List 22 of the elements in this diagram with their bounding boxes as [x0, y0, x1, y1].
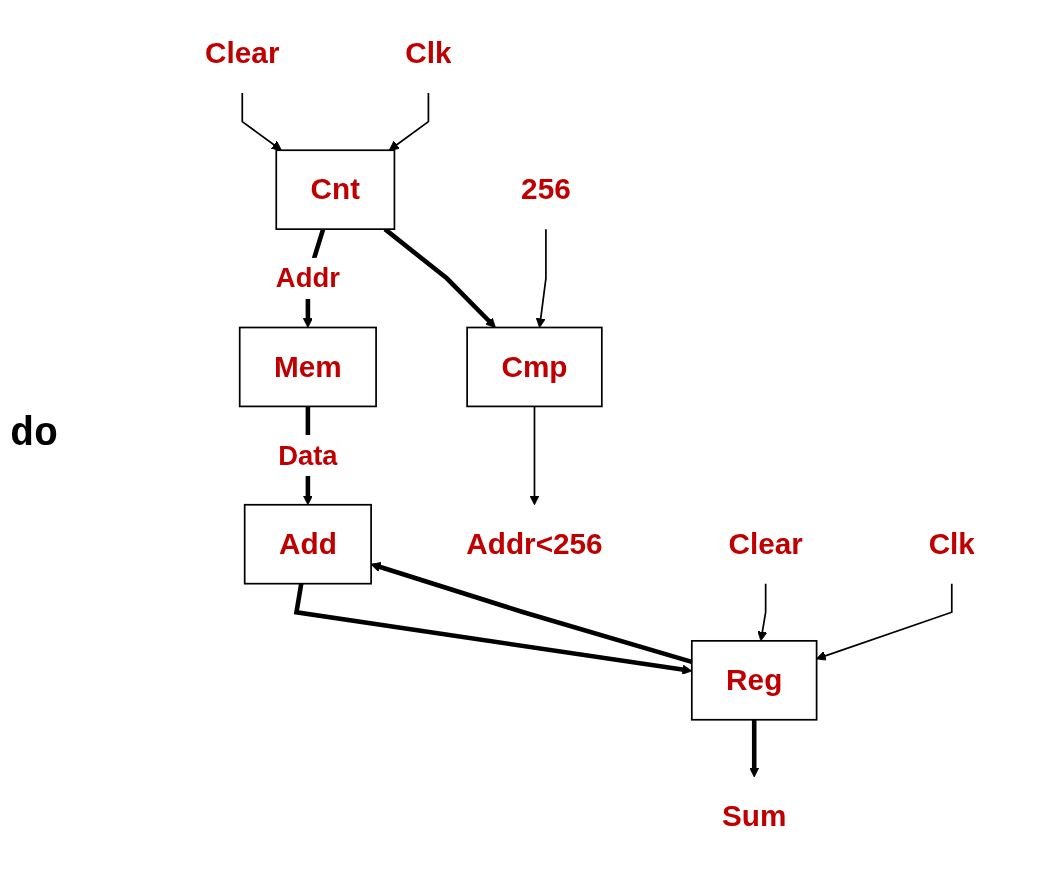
node-text: Clear: [205, 35, 280, 70]
edge-label: Data: [278, 439, 338, 470]
node-text: Clk: [405, 35, 452, 70]
arrow: [535, 227, 547, 328]
node-text: Addr<256: [466, 525, 603, 561]
node-box: Cmp: [466, 326, 603, 407]
node-box: Cnt: [275, 148, 396, 230]
node-text: Sum: [721, 798, 787, 833]
edge-label: Addr: [275, 261, 340, 293]
node-text: Clear: [728, 525, 803, 561]
arrow: [757, 582, 768, 641]
node-text: 256: [521, 171, 571, 206]
node-box: Reg: [690, 639, 818, 721]
code-text: do: [10, 412, 59, 457]
arrow: [241, 91, 282, 151]
arrow: [529, 405, 540, 505]
node-text: Clk: [928, 525, 975, 561]
arrow: [388, 91, 430, 151]
arrow: [816, 582, 953, 661]
node-box: Mem: [238, 326, 377, 407]
node-box: Add: [243, 503, 372, 585]
arrow: [749, 719, 760, 777]
